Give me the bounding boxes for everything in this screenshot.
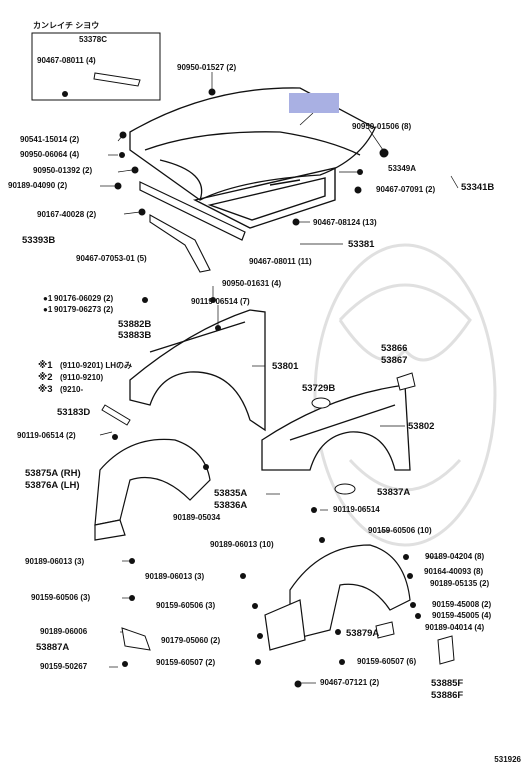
side-marker-53866 bbox=[396, 372, 416, 391]
callout: 53802 bbox=[408, 421, 435, 432]
callout: 90467-08011 (11) bbox=[249, 257, 312, 266]
callout: 90189-04014 (4) bbox=[425, 623, 485, 632]
callout: 90950-01527 (2) bbox=[177, 63, 237, 72]
callout: 90189-05135 (2) bbox=[430, 579, 490, 588]
callout: 90950-01506 (8) bbox=[352, 122, 412, 131]
fender-liner-lh bbox=[94, 438, 211, 541]
callout: 53867 bbox=[381, 355, 408, 366]
mark: ●1 bbox=[43, 294, 53, 303]
callout: 90159-60507 (2) bbox=[156, 658, 216, 667]
callout: 90950-01631 (4) bbox=[222, 279, 282, 288]
callout: 90467-07091 (2) bbox=[376, 185, 436, 194]
fender-pad-53729b bbox=[311, 397, 331, 409]
watermark-emblem bbox=[313, 243, 497, 547]
fender-trim-53183d bbox=[101, 404, 131, 426]
callout: 90189-04204 (8) bbox=[425, 552, 485, 561]
hood-panel bbox=[129, 87, 376, 201]
callout: 53381 bbox=[348, 239, 375, 250]
callout: 90189-06013 (3) bbox=[25, 557, 85, 566]
callout: 90167-40028 (2) bbox=[37, 210, 97, 219]
callout: 53837A bbox=[377, 487, 411, 498]
callout: 53875A (RH) bbox=[25, 468, 81, 479]
mark: ※3 bbox=[38, 384, 53, 395]
caution-inset-box bbox=[31, 32, 161, 101]
callout: 53341B bbox=[461, 182, 495, 193]
callout: (9210- bbox=[60, 385, 84, 394]
callout: 53886F bbox=[431, 690, 464, 701]
caution-label-text: カンレイチ シヨウ bbox=[33, 21, 100, 30]
highlighted-part-marker bbox=[289, 93, 339, 113]
diagram-reference-number: 531926 bbox=[494, 755, 521, 764]
callout: 53882B bbox=[118, 319, 152, 330]
callout: 53183D bbox=[57, 407, 91, 418]
hood-side-seal bbox=[149, 214, 211, 273]
callout: 90119-06514 bbox=[333, 505, 380, 514]
callout: 90467-08124 (13) bbox=[313, 218, 377, 227]
callout: 90467-07053-01 (5) bbox=[76, 254, 147, 263]
callout: 90164-40093 (8) bbox=[424, 567, 484, 576]
callout: 90189-05034 bbox=[173, 513, 221, 522]
fender-liner-rh bbox=[264, 544, 411, 651]
callout: 90159-60507 (6) bbox=[357, 657, 417, 666]
callout: 90541-15014 (2) bbox=[20, 135, 80, 144]
callout: 53885F bbox=[431, 678, 464, 689]
front-fender-rh bbox=[261, 384, 411, 471]
part-53378c: 53378C bbox=[79, 35, 108, 44]
callout: 90189-06013 (3) bbox=[145, 572, 205, 581]
front-fender-lh bbox=[129, 309, 266, 432]
hood-inner-frame bbox=[192, 167, 336, 229]
callout: 53887A bbox=[36, 642, 70, 653]
callout: 90159-50267 bbox=[40, 662, 88, 671]
callout: 90189-06013 (10) bbox=[210, 540, 274, 549]
bracket-53887a bbox=[121, 627, 151, 651]
callout: 53729B bbox=[302, 383, 336, 394]
callout: 53349A bbox=[388, 164, 417, 173]
callout: (9110-9210) bbox=[60, 373, 104, 382]
callout: 53393B bbox=[22, 235, 56, 246]
callout: 90176-06029 (2) bbox=[54, 294, 114, 303]
hood-front-strip bbox=[139, 181, 246, 241]
callout: 90189-04090 (2) bbox=[8, 181, 68, 190]
callout: 90119-06514 (2) bbox=[17, 431, 76, 440]
callout: 90159-45005 (4) bbox=[432, 611, 492, 620]
callout: (9110-9201) LHのみ bbox=[60, 361, 133, 370]
callout: 53836A bbox=[214, 500, 248, 511]
fasteners bbox=[62, 88, 421, 688]
bracket-53885f bbox=[437, 635, 455, 665]
callout: 90119-06514 (7) bbox=[191, 297, 250, 306]
callout: 90950-06064 (4) bbox=[20, 150, 80, 159]
callout: 90159-60506 (3) bbox=[156, 601, 216, 610]
callout: 90950-01392 (2) bbox=[33, 166, 93, 175]
callout: 90159-60506 (10) bbox=[368, 526, 432, 535]
callout: 90189-06006 bbox=[40, 627, 88, 636]
callout: 53866 bbox=[381, 343, 408, 354]
callout: 90159-60506 (3) bbox=[31, 593, 91, 602]
bracket-53879a bbox=[375, 621, 395, 639]
callout: 90179-05060 (2) bbox=[161, 636, 221, 645]
callout: 53835A bbox=[214, 488, 248, 499]
callout: 90179-06273 (2) bbox=[54, 305, 114, 314]
mark: ※2 bbox=[38, 372, 53, 383]
callout: 53801 bbox=[272, 361, 299, 372]
mark: ※1 bbox=[38, 360, 53, 371]
callout: 53883B bbox=[118, 330, 152, 341]
callout: 53879A bbox=[346, 628, 380, 639]
part-90467-08011-box: 90467-08011 (4) bbox=[37, 56, 96, 65]
mark: ●1 bbox=[43, 305, 53, 314]
callout: 90159-45008 (2) bbox=[432, 600, 492, 609]
fender-pad-53837a bbox=[334, 483, 356, 495]
callout: 53876A (LH) bbox=[25, 480, 80, 491]
callout: 90467-07121 (2) bbox=[320, 678, 380, 687]
caution-label-part bbox=[93, 72, 141, 87]
